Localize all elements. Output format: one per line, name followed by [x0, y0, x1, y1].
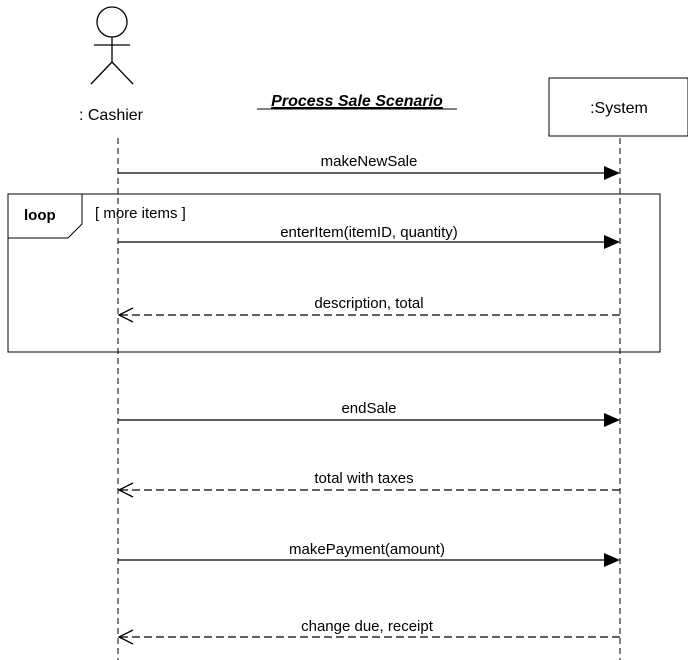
loop-guard: [ more items ]: [95, 205, 186, 222]
message-make-payment: makePayment(amount): [118, 541, 620, 567]
message-change-due-receipt: change due, receipt: [117, 618, 620, 645]
message-label: enterItem(itemID, quantity): [280, 224, 458, 241]
message-label: makePayment(amount): [289, 541, 445, 558]
message-label: endSale: [341, 400, 396, 417]
actor-head: [96, 6, 128, 38]
open-arrowhead-icon: [117, 629, 134, 645]
filled-arrowhead-icon: [604, 413, 620, 427]
message-total-with-taxes: total with taxes: [117, 470, 620, 498]
message-end-sale: endSale: [118, 400, 620, 427]
message-enter-item: enterItem(itemID, quantity): [118, 224, 620, 249]
system-label: :System: [590, 100, 648, 117]
actor-label: : Cashier: [79, 107, 144, 124]
actor-left-leg: [90, 61, 113, 85]
filled-arrowhead-icon: [604, 166, 620, 180]
message-label: total with taxes: [314, 470, 413, 487]
actor-right-leg: [111, 61, 134, 85]
message-make-new-sale: makeNewSale: [118, 153, 620, 180]
message-label: makeNewSale: [321, 153, 418, 170]
open-arrowhead-icon: [117, 482, 134, 498]
message-description-total: description, total: [117, 295, 620, 323]
diagram-title: Process Sale Scenario: [271, 93, 443, 110]
loop-tag: [8, 194, 83, 239]
loop-frame: [7, 193, 661, 353]
message-label: description, total: [314, 295, 423, 312]
filled-arrowhead-icon: [604, 553, 620, 567]
filled-arrowhead-icon: [604, 235, 620, 249]
message-label: change due, receipt: [301, 618, 434, 635]
open-arrowhead-icon: [117, 307, 134, 323]
loop-keyword: loop: [24, 207, 56, 224]
system-box: [548, 77, 688, 137]
actor-stick-figure-icon: [90, 6, 134, 85]
